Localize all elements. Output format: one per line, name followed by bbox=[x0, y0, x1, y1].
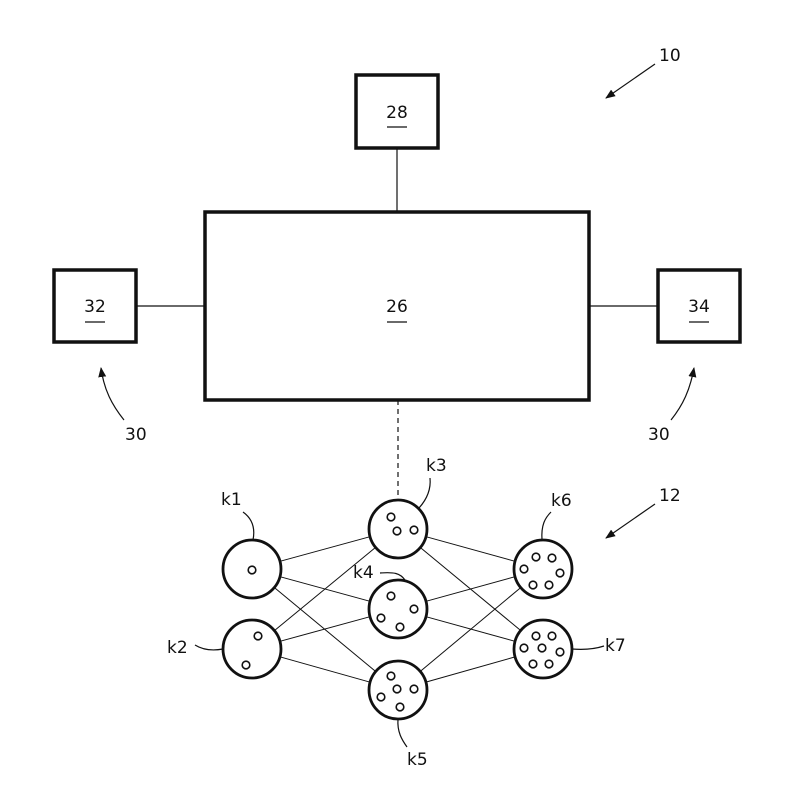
network-edges bbox=[273, 536, 522, 683]
node-k6-dot bbox=[519, 564, 529, 574]
block-32: 32 bbox=[52, 268, 138, 344]
leader-k6 bbox=[541, 511, 552, 541]
edge-k1-k3 bbox=[279, 536, 371, 562]
node-k1: k1 bbox=[221, 490, 283, 600]
reference-label-30-right: 30 bbox=[648, 425, 670, 445]
block-34-label: 34 bbox=[688, 297, 710, 317]
leader-k7 bbox=[571, 645, 605, 650]
reference-arrow-12 bbox=[605, 503, 656, 539]
node-k3-dot bbox=[392, 526, 402, 536]
node-k7-dot bbox=[547, 631, 557, 641]
node-k2-circle bbox=[221, 618, 283, 680]
network-reference: 12 bbox=[605, 486, 681, 539]
node-k5: k5 bbox=[367, 659, 429, 770]
block-26-label: 26 bbox=[386, 297, 408, 317]
reference-label-30-left: 30 bbox=[125, 425, 147, 445]
node-k4-dot bbox=[376, 613, 386, 623]
node-k3: k3 bbox=[367, 456, 447, 560]
node-k4-circle bbox=[367, 578, 429, 640]
edge-k5-k7 bbox=[425, 656, 516, 683]
node-k3-dot bbox=[409, 525, 419, 535]
reference-arrow-30-right bbox=[670, 367, 697, 421]
node-k7-dot bbox=[531, 631, 541, 641]
block-28-label: 28 bbox=[386, 103, 408, 123]
node-k2: k2 bbox=[167, 618, 283, 680]
reference-arrow-10 bbox=[605, 63, 656, 99]
edge-k2-k5 bbox=[279, 656, 371, 683]
node-k6-dot bbox=[555, 568, 565, 578]
block-26: 26 bbox=[203, 210, 591, 402]
node-k7-dot bbox=[519, 643, 529, 653]
node-leader-lines bbox=[194, 477, 605, 748]
group-reference-right: 30 bbox=[648, 367, 697, 445]
node-k7-dot bbox=[528, 659, 538, 669]
node-k5-dot bbox=[386, 671, 396, 681]
node-k4-dot bbox=[395, 622, 405, 632]
node-k2-dot bbox=[253, 631, 263, 641]
node-k5-dot bbox=[409, 684, 419, 694]
node-k3-label: k3 bbox=[426, 456, 447, 476]
leader-k1 bbox=[242, 511, 255, 541]
node-k7-dot bbox=[544, 659, 554, 669]
edge-k2-k3 bbox=[274, 547, 376, 631]
edge-k4-k6 bbox=[425, 576, 516, 602]
node-k5-label: k5 bbox=[407, 750, 428, 770]
network-nodes: k1 k2 k3 k4 bbox=[167, 456, 626, 770]
node-k6-dot bbox=[531, 552, 541, 562]
node-k2-dot bbox=[241, 660, 251, 670]
node-k6-dot bbox=[547, 553, 557, 563]
node-k4-label: k4 bbox=[353, 563, 374, 583]
node-k1-dot bbox=[247, 565, 257, 575]
block-34-rect bbox=[656, 268, 742, 344]
node-k6-circle bbox=[512, 538, 574, 600]
group-reference-left: 30 bbox=[98, 367, 147, 445]
reference-label-10: 10 bbox=[659, 46, 681, 66]
leader-k4 bbox=[379, 572, 406, 581]
block-32-rect bbox=[52, 268, 138, 344]
edge-k5-k6 bbox=[419, 587, 522, 672]
node-k5-dot bbox=[392, 684, 402, 694]
leader-k2 bbox=[194, 644, 224, 651]
node-k5-dot bbox=[376, 692, 386, 702]
reference-label-12: 12 bbox=[659, 486, 681, 506]
node-k1-label: k1 bbox=[221, 490, 242, 510]
leader-k5 bbox=[397, 718, 408, 748]
node-k5-dot bbox=[395, 702, 405, 712]
system-reference: 10 bbox=[605, 46, 681, 99]
node-k2-label: k2 bbox=[167, 638, 188, 658]
node-k6: k6 bbox=[512, 491, 574, 600]
node-k6-dot bbox=[528, 580, 538, 590]
block-28: 28 bbox=[354, 73, 440, 150]
node-k3-dot bbox=[386, 512, 396, 522]
node-k4-dot bbox=[409, 604, 419, 614]
node-k7-dot bbox=[555, 647, 565, 657]
block-34: 34 bbox=[656, 268, 742, 344]
node-k7: k7 bbox=[512, 618, 626, 680]
node-k4: k4 bbox=[353, 563, 429, 640]
node-k7-label: k7 bbox=[605, 636, 626, 656]
node-k4-dot bbox=[386, 591, 396, 601]
neural-network: k1 k2 k3 k4 bbox=[167, 456, 626, 770]
edge-k3-k6 bbox=[425, 536, 516, 562]
reference-arrow-30-left bbox=[98, 367, 125, 421]
leader-k3 bbox=[418, 477, 431, 509]
block-26-rect bbox=[203, 210, 591, 402]
block-32-label: 32 bbox=[84, 297, 106, 317]
node-k6-label: k6 bbox=[551, 491, 572, 511]
node-k6-dot bbox=[544, 580, 554, 590]
edge-k2-k4 bbox=[279, 616, 371, 642]
node-k7-dot bbox=[537, 643, 547, 653]
